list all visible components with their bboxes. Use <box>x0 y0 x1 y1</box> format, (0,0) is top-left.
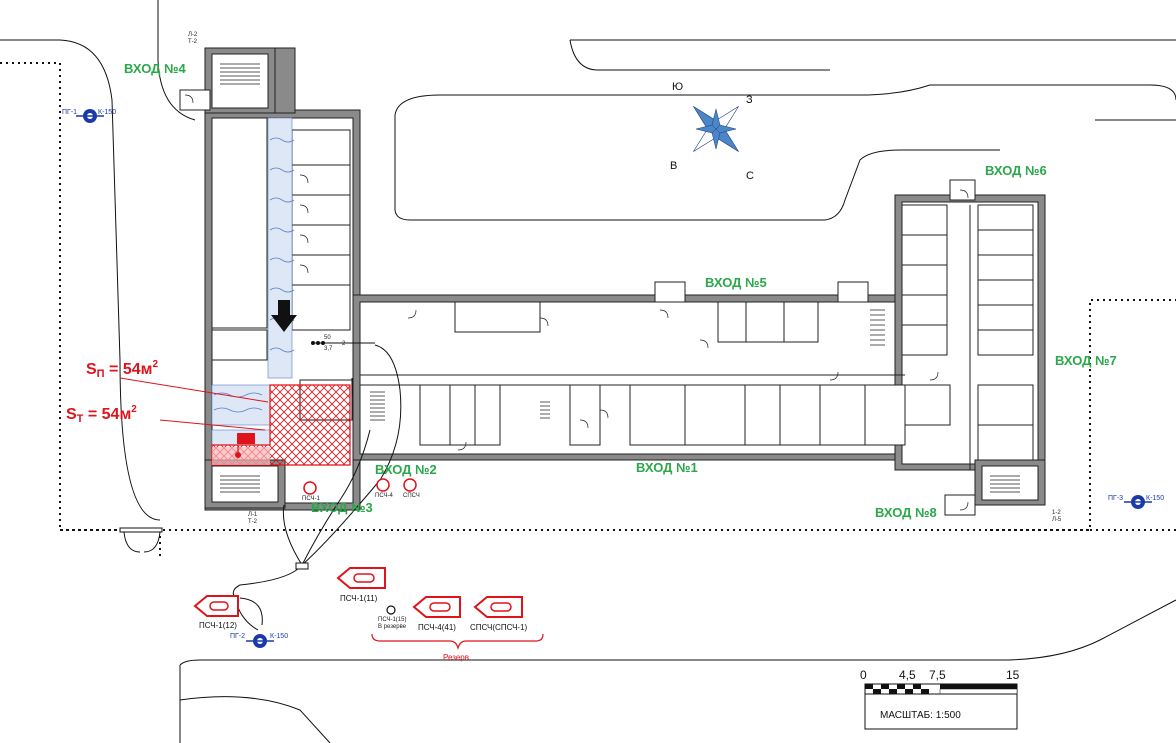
scale-tick-3: 15 <box>1006 668 1020 682</box>
stairs <box>220 63 1020 493</box>
scale-bar: 0 4,5 7,5 15 МАСШТАБ: 1:500 <box>860 668 1020 730</box>
entrance-7-label: ВХОД №7 <box>1055 353 1117 368</box>
hydrant-pg2-label: ПГ-2 <box>230 633 245 640</box>
unit-marker-1: ПСЧ-1 <box>302 481 320 502</box>
hydrant-pg1: ПГ-1 К-150 <box>62 109 116 123</box>
entrance-5-label: ВХОД №5 <box>705 275 767 290</box>
scale-tick-0: 0 <box>860 668 867 682</box>
compass-label-e: З <box>746 94 753 106</box>
door-arcs <box>184 94 969 511</box>
entrance-6-label: ВХОД №6 <box>985 163 1047 178</box>
svg-text:ПСЧ-1(11): ПСЧ-1(11) <box>340 594 378 603</box>
stair-label-3-bot: Л-5 <box>1052 517 1062 523</box>
svg-text:SТ = 54м2: SТ = 54м2 <box>66 404 137 425</box>
svg-text:ПСЧ-1: ПСЧ-1 <box>302 496 320 502</box>
corridor-rooms <box>360 301 906 446</box>
hydrant-pg3: ПГ-3 К-150 <box>1108 495 1164 509</box>
area-st-label: SТ = 54м2 <box>66 404 266 431</box>
right-wing-rooms <box>901 204 1034 470</box>
svg-text:ПСЧ-1(15): ПСЧ-1(15) <box>378 617 406 623</box>
scale-label: МАСШТАБ: 1:500 <box>880 710 961 721</box>
hydrant-pg1-label: ПГ-1 <box>62 109 77 116</box>
compass-label-s: С <box>746 170 754 182</box>
scale-tick-2: 7,5 <box>929 668 946 682</box>
compass-rose <box>693 106 739 152</box>
fire-truck-1: ПСЧ-1(12) <box>193 595 239 630</box>
smoke-spread-arrow <box>271 300 297 332</box>
svg-text:СПСЧ(СПСЧ-1): СПСЧ(СПСЧ-1) <box>470 623 528 632</box>
hydrant-pg3-label: ПГ-3 <box>1108 495 1123 502</box>
svg-text:ПСЧ-1(12): ПСЧ-1(12) <box>199 621 237 630</box>
entrance-2-label: ВХОД №2 <box>375 462 437 477</box>
svg-text:Резерв: Резерв <box>443 653 469 662</box>
unit-marker-3: СПСЧ <box>403 478 420 499</box>
hose-arrow-label: 2 <box>342 341 346 347</box>
hydrant-pg2: ПГ-2 К-150 <box>230 633 288 648</box>
svg-text:SП = 54м2: SП = 54м2 <box>86 359 158 380</box>
entrance-4-label: ВХОД №4 <box>124 61 187 76</box>
entrance-3-label: ВХОД №3 <box>311 500 373 515</box>
hydrant-pg1-k: К-150 <box>98 109 116 116</box>
area-sp-label: SП = 54м2 <box>86 359 269 403</box>
entrance-8-label: ВХОД №8 <box>875 505 937 520</box>
fire-zone <box>211 384 351 466</box>
svg-text:ПСЧ-4(41): ПСЧ-4(41) <box>418 623 456 632</box>
svg-text:В резерве: В резерве <box>378 624 407 630</box>
gate <box>119 527 163 553</box>
compass-label-n: Ю <box>672 81 683 93</box>
stair-label-2-bot: Т-2 <box>248 519 258 525</box>
smoke-zone <box>211 117 295 446</box>
compass-label-w: В <box>670 160 677 172</box>
fire-truck-2: ПСЧ-1(11) <box>336 567 386 603</box>
fire-source-icon <box>237 433 255 444</box>
stair-label-1-bot: Т-2 <box>188 39 198 45</box>
fire-truck-3: ПСЧ-4(41) <box>412 596 461 632</box>
reserve-marker: ПСЧ-1(15) В резерве <box>378 605 407 630</box>
stair-label-3-top: 1-2 <box>1052 510 1061 516</box>
unit-marker-2: ПСЧ-4 <box>375 478 393 499</box>
hose-dots <box>295 341 325 570</box>
hose-bot-label: 3,7 <box>324 346 333 352</box>
hydrant-pg2-k: К-150 <box>270 633 288 640</box>
reserve-bracket: Резерв <box>371 633 544 662</box>
water-network-line <box>0 62 1176 560</box>
entrance-1-label: ВХОД №1 <box>636 460 698 475</box>
fire-truck-4: СПСЧ(СПСЧ-1) <box>470 596 528 632</box>
hose-top-label: 50 <box>324 335 331 341</box>
stair-label-2-top: Л-1 <box>248 512 258 518</box>
hydrant-pg3-k: К-150 <box>1146 495 1164 502</box>
scale-tick-1: 4,5 <box>899 668 916 682</box>
stair-label-1-top: Л-2 <box>188 32 198 38</box>
hose-lines <box>232 342 402 631</box>
svg-text:СПСЧ: СПСЧ <box>403 493 420 499</box>
svg-text:ПСЧ-4: ПСЧ-4 <box>375 493 393 499</box>
